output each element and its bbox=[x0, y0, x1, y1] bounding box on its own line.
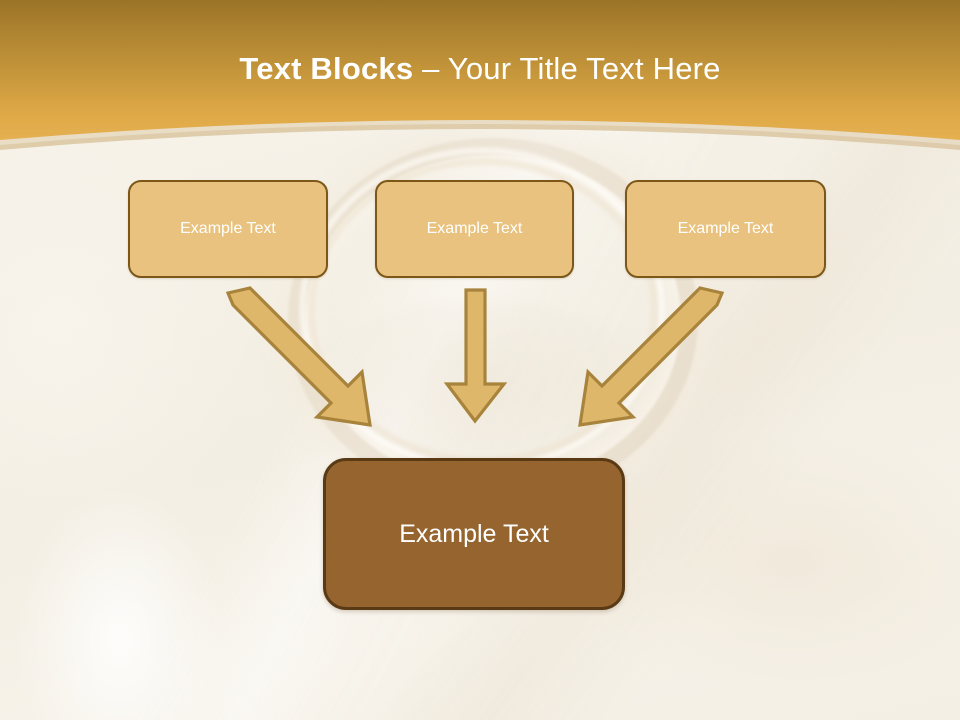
text-block-3-label: Example Text bbox=[677, 220, 774, 237]
page-title-rest: – Your Title Text Here bbox=[413, 51, 721, 86]
result-block[interactable]: Example Text bbox=[323, 458, 625, 610]
text-block-2[interactable]: Example Text bbox=[375, 180, 574, 278]
result-block-label: Example Text bbox=[399, 519, 549, 548]
header-gold-shape bbox=[0, 0, 960, 140]
header-band bbox=[0, 0, 960, 160]
text-block-2-label: Example Text bbox=[426, 220, 523, 237]
page-title-strong: Text Blocks bbox=[239, 51, 414, 86]
text-block-1[interactable]: Example Text bbox=[128, 180, 328, 278]
text-block-1-label: Example Text bbox=[180, 220, 276, 237]
text-block-3[interactable]: Example Text bbox=[625, 180, 826, 278]
page-title: Text Blocks – Your Title Text Here bbox=[0, 50, 960, 88]
